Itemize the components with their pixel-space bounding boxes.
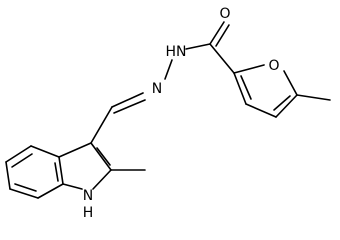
indole-n-label: N bbox=[83, 188, 93, 204]
indole-pyrrole-ring bbox=[58, 142, 112, 190]
furan-oxygen-label: O bbox=[268, 58, 279, 74]
hydrazide-nh-label: HN bbox=[166, 44, 187, 60]
indole-benzene-ring bbox=[5, 145, 64, 199]
hydrazone-chain bbox=[90, 21, 230, 144]
furan-methyl-bond bbox=[296, 94, 331, 101]
indole-nh-h-label: H bbox=[83, 205, 94, 221]
hydrazone-n-label: N bbox=[152, 81, 162, 97]
molecule-diagram: O HN N O N H bbox=[5, 6, 331, 221]
carbonyl-oxygen-label: O bbox=[219, 6, 230, 22]
furan-ring bbox=[209, 43, 298, 118]
molecule-svg: O HN N O N H bbox=[5, 6, 331, 221]
